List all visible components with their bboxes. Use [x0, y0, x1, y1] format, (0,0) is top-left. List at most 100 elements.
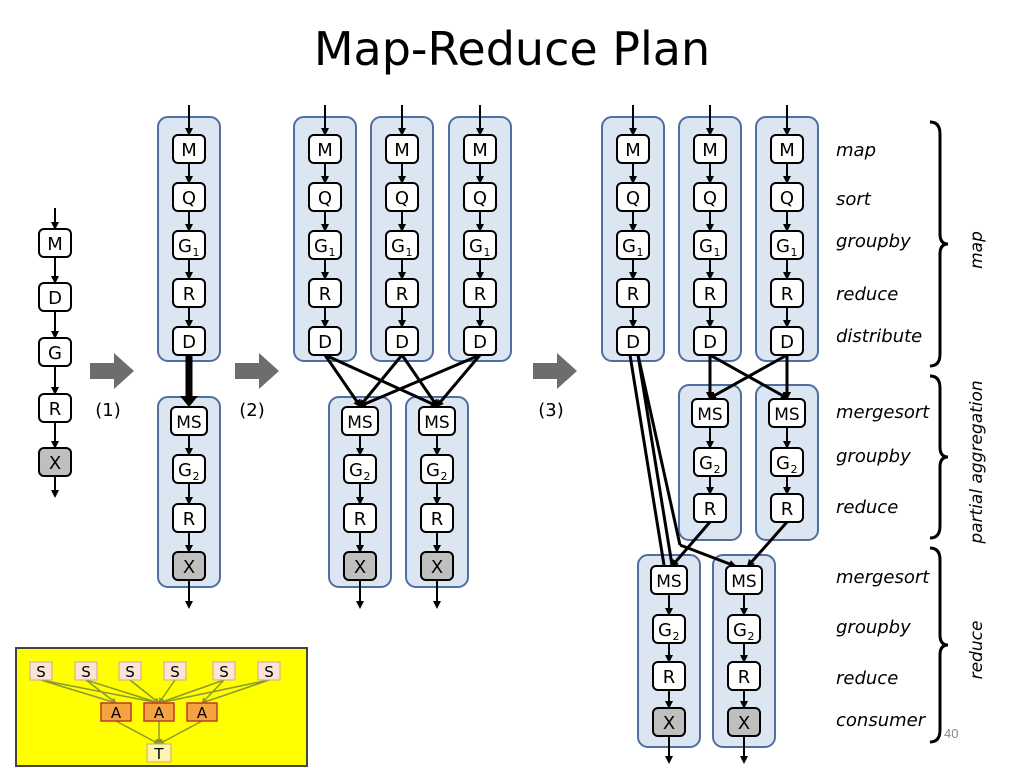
node-box	[172, 326, 206, 356]
node-box	[616, 230, 650, 260]
row-label: reduce	[836, 284, 898, 305]
inset-node-label: S	[219, 663, 229, 681]
node-box	[385, 134, 419, 164]
node-subscript: 2	[714, 463, 721, 476]
node-box	[770, 134, 804, 164]
node-box	[616, 278, 650, 308]
node-subscript: 1	[329, 246, 336, 259]
node-box	[343, 454, 377, 484]
slide-title: Map-Reduce Plan	[313, 22, 711, 76]
node-label: R	[396, 284, 409, 305]
node-subscript: 2	[441, 470, 448, 483]
map-op-node: M	[693, 134, 727, 164]
shuffle-arrow	[746, 521, 789, 568]
node-box	[38, 228, 72, 258]
inset-node-box	[118, 661, 142, 681]
mergesort-op-node: MS	[768, 398, 806, 428]
mergesort-op-node: MS	[170, 406, 208, 436]
node-label: MS	[176, 413, 201, 433]
node-label: Q	[703, 188, 717, 209]
node-box	[616, 326, 650, 356]
node-box	[343, 503, 377, 533]
node-box	[727, 661, 761, 691]
consumer-op-node: X	[727, 707, 761, 737]
node-label: G	[178, 236, 192, 257]
node-label: MS	[424, 413, 449, 433]
node-box	[691, 398, 729, 428]
node-box	[693, 326, 727, 356]
inset-node-label: T	[153, 745, 164, 763]
map-op-node: M	[616, 134, 650, 164]
reduce-op-node: R	[420, 503, 454, 533]
node-label: D	[703, 332, 717, 353]
node-label: R	[431, 509, 444, 530]
node-subscript: 2	[748, 630, 755, 643]
node-label: D	[780, 332, 794, 353]
node-label: M	[181, 140, 197, 161]
node-label: Q	[182, 188, 196, 209]
row-label: consumer	[836, 710, 927, 731]
node-label: R	[183, 284, 196, 305]
mergesort-op-node: MS	[691, 398, 729, 428]
node-box	[420, 503, 454, 533]
step-label: (1)	[95, 400, 121, 421]
row-label: groupby	[836, 446, 911, 467]
groupby-op-node: G	[38, 337, 72, 367]
node-subscript: 1	[637, 246, 644, 259]
node-box	[172, 230, 206, 260]
inset-arrow	[40, 679, 160, 705]
node-box	[770, 326, 804, 356]
distribute-op-node: D	[616, 326, 650, 356]
node-label: X	[431, 557, 443, 578]
node-subscript: 1	[193, 246, 200, 259]
node-box	[172, 551, 206, 581]
node-label: MS	[731, 572, 756, 592]
reduce-op-node: R	[652, 661, 686, 691]
node-box	[652, 661, 686, 691]
step-label: (2)	[239, 400, 265, 421]
node-subscript: 2	[791, 463, 798, 476]
distribute-op-node: D	[172, 326, 206, 356]
node-box	[463, 182, 497, 212]
shuffle-line	[628, 354, 666, 566]
node-label: D	[626, 332, 640, 353]
shuffle-arrow-head	[180, 396, 198, 407]
reduce-op-node: R	[693, 493, 727, 523]
inset-arrow	[158, 720, 203, 745]
inset-arrow	[158, 679, 225, 705]
node-label: Q	[318, 188, 332, 209]
node-label: D	[318, 332, 332, 353]
inset-node-label: A	[111, 704, 122, 722]
node-box	[770, 230, 804, 260]
node-label: G	[314, 236, 328, 257]
node-box	[38, 393, 72, 423]
inset-node-box	[100, 702, 132, 722]
distribute-op-node: D	[463, 326, 497, 356]
shuffle-arrow	[323, 354, 362, 408]
node-box	[693, 278, 727, 308]
node-subscript: 1	[714, 246, 721, 259]
inset-arrow	[201, 679, 270, 705]
inset-arrow	[115, 720, 160, 745]
node-subscript: 1	[484, 246, 491, 259]
row-label: sort	[836, 189, 872, 210]
node-label: G	[658, 620, 672, 641]
node-box	[418, 406, 456, 436]
mergesort-op-node: MS	[650, 565, 688, 595]
inset-node-box	[186, 702, 218, 722]
node-box	[172, 278, 206, 308]
node-label: G	[178, 460, 192, 481]
reduce-op-node: R	[463, 278, 497, 308]
row-label: mergesort	[836, 567, 930, 588]
shuffle-arrow	[358, 353, 481, 408]
consumer-op-node: X	[172, 551, 206, 581]
node-label: R	[49, 399, 62, 420]
node-label: R	[354, 509, 367, 530]
node-label: R	[663, 667, 676, 688]
